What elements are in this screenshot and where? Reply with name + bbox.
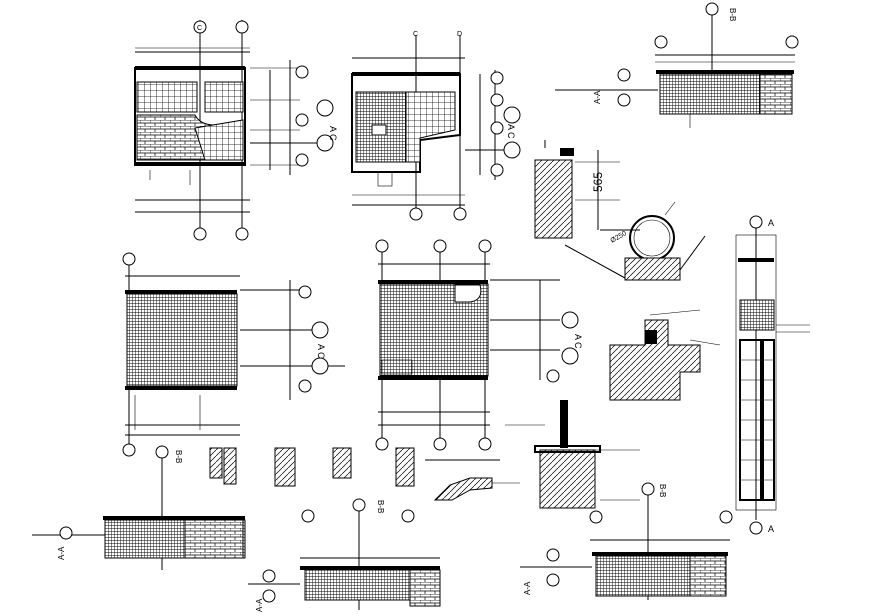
grid-label-d: D <box>457 31 462 38</box>
floor-plan-1: A C C <box>134 20 338 241</box>
dimension-pipe: Ø250 <box>610 230 628 245</box>
grid-label-c2: C <box>413 31 418 38</box>
section-title-aa-bottom: A-A <box>255 598 264 612</box>
grid-label-c: C <box>197 25 202 32</box>
section-top-right: B-B A-A <box>555 2 799 128</box>
section-mark-ac-2: A C <box>506 124 516 139</box>
section-title-bb-bottom: B-B <box>376 500 385 513</box>
section-tall-right: A A <box>735 215 810 535</box>
section-mark-a-right-2: A <box>768 524 774 534</box>
section-title-bb-top: B-B <box>728 8 737 21</box>
detail-pipe-250: Ø250 <box>564 201 706 281</box>
section-title-aa-bottom-right: A-A <box>523 581 532 595</box>
section-bottom-center: B-B A-A <box>248 498 441 612</box>
detail-step <box>609 309 721 401</box>
floor-plan-2: C D A C <box>351 31 521 221</box>
section-title-bb-bottom-right: B-B <box>658 484 667 497</box>
section-mark-ac-1: A C <box>328 126 338 141</box>
small-details-row <box>209 447 520 501</box>
floor-plan-3: A C B-B <box>122 252 345 463</box>
detail-wall-565: 565 <box>534 140 620 239</box>
dimension-565: 565 <box>591 172 605 192</box>
section-mark-ac-3: A C <box>316 344 326 359</box>
detail-column <box>505 400 640 509</box>
section-bottom-left: A-A <box>32 458 246 570</box>
section-mark-a-right: A <box>768 218 774 228</box>
section-bottom-right: B-B A-A <box>520 482 733 600</box>
section-mark-ac-4: A C <box>573 334 583 349</box>
section-title-aa-top: A-A <box>593 90 602 104</box>
section-title-aa-bottom-left: A-A <box>57 546 66 560</box>
section-title-bb-mid: B-B <box>174 450 183 463</box>
floor-plan-4: A C <box>375 239 583 451</box>
